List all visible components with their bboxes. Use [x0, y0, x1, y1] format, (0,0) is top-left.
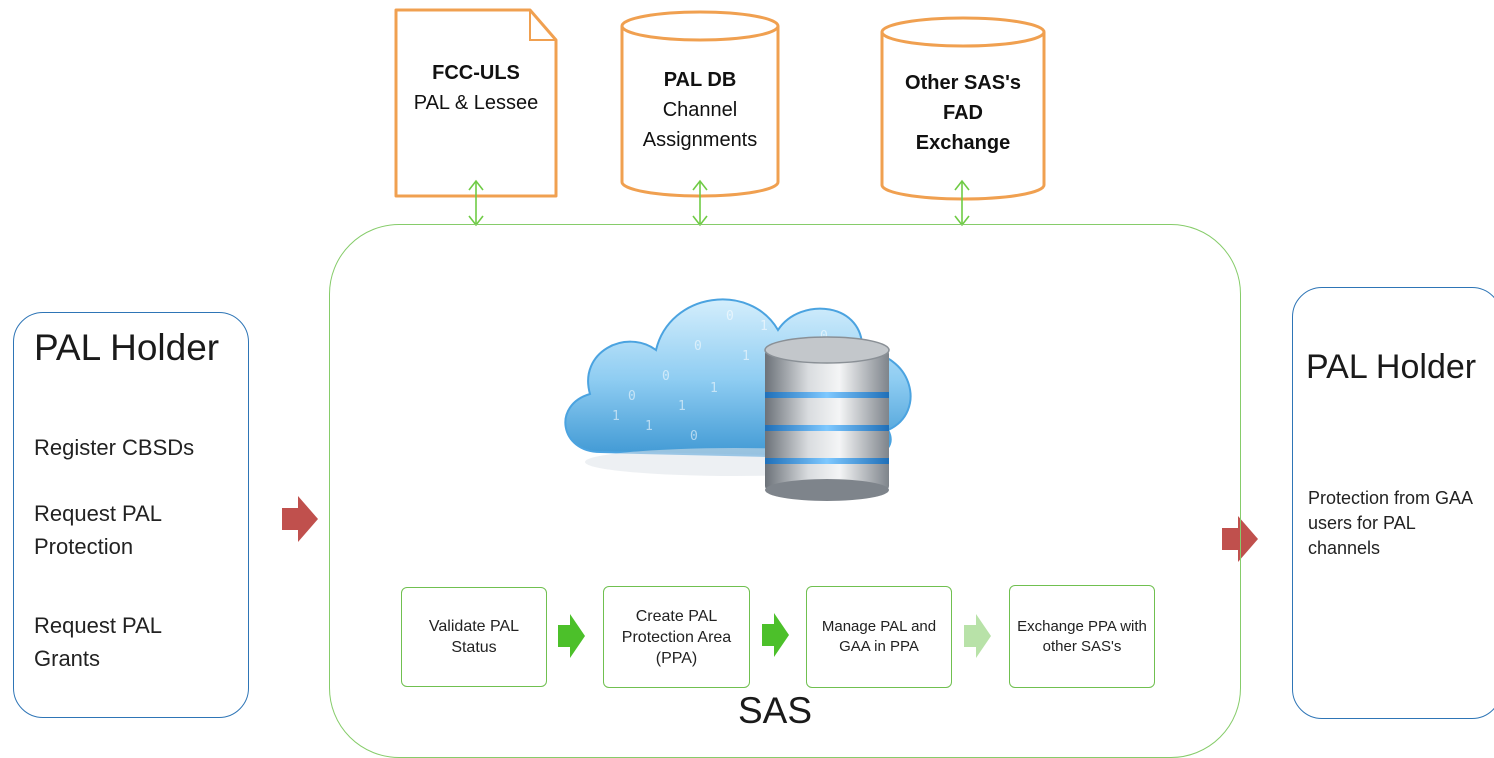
right-pal-holder-box: PAL Holder Protection from GAA users for… — [1292, 287, 1494, 719]
database-stack — [764, 336, 890, 501]
left-pal-holder-box: PAL Holder Register CBSDs Request PAL Pr… — [13, 312, 249, 718]
right-holder-description: Protection from GAA users for PAL channe… — [1308, 488, 1473, 558]
other-sas-label: Other SAS's FAD Exchange — [882, 68, 1044, 158]
svg-text:0: 0 — [628, 389, 636, 404]
right-pal-holder-title: PAL Holder — [1306, 348, 1477, 386]
step-validate-pal-status: Validate PAL Status — [401, 587, 547, 687]
svg-text:1: 1 — [742, 349, 750, 364]
fcc-uls-subtitle: PAL & Lessee — [413, 92, 539, 114]
pal-db-subtitle: Channel Assignments — [642, 99, 758, 151]
step-manage-pal-gaa: Manage PAL and GAA in PPA — [806, 586, 952, 688]
other-sas-subtitle: FAD Exchange — [915, 102, 1011, 154]
step-exchange-ppa: Exchange PPA with other SAS's — [1009, 585, 1155, 688]
fcc-uls-title: FCC-ULS — [432, 62, 520, 84]
step-arrow-2 — [762, 613, 789, 657]
pal-db-title: PAL DB — [663, 69, 737, 91]
svg-text:1: 1 — [678, 399, 686, 414]
svg-text:0: 0 — [662, 369, 670, 384]
svg-text:0: 0 — [726, 309, 734, 324]
connector-fcc-uls — [468, 179, 484, 227]
step-arrows — [558, 613, 991, 658]
fcc-uls-document-shape — [394, 8, 558, 198]
pal-db-label: PAL DB Channel Assignments — [622, 65, 778, 155]
cloud-database-icon: 101 010 101 010 101 — [564, 298, 912, 501]
connector-other-sas — [954, 179, 970, 227]
input-flow-arrow — [282, 496, 318, 542]
fcc-uls-label: FCC-ULS PAL & Lessee — [396, 58, 556, 118]
connector-pal-db — [692, 179, 708, 227]
pal-db-cylinder-shape — [620, 10, 780, 198]
other-sas-cylinder-shape — [880, 16, 1046, 201]
step-create-ppa: Create PAL Protection Area (PPA) — [603, 586, 750, 688]
left-item-register: Register CBSDs — [34, 435, 195, 460]
svg-text:1: 1 — [760, 319, 768, 334]
svg-text:1: 1 — [612, 409, 620, 424]
svg-text:0: 0 — [690, 429, 698, 444]
svg-text:1: 1 — [710, 381, 718, 396]
db-connectors — [468, 179, 970, 227]
left-item-request-grants: Request PAL Grants — [34, 613, 162, 671]
svg-text:0: 0 — [694, 339, 702, 354]
step-arrow-3 — [964, 614, 991, 658]
sas-label: SAS — [737, 690, 813, 731]
step-arrow-1 — [558, 614, 585, 658]
left-pal-holder-title: PAL Holder — [34, 327, 220, 368]
left-item-request-protection: Request PAL Protection — [34, 501, 162, 559]
other-sas-title: Other SAS's — [905, 72, 1021, 94]
svg-text:1: 1 — [645, 419, 653, 434]
